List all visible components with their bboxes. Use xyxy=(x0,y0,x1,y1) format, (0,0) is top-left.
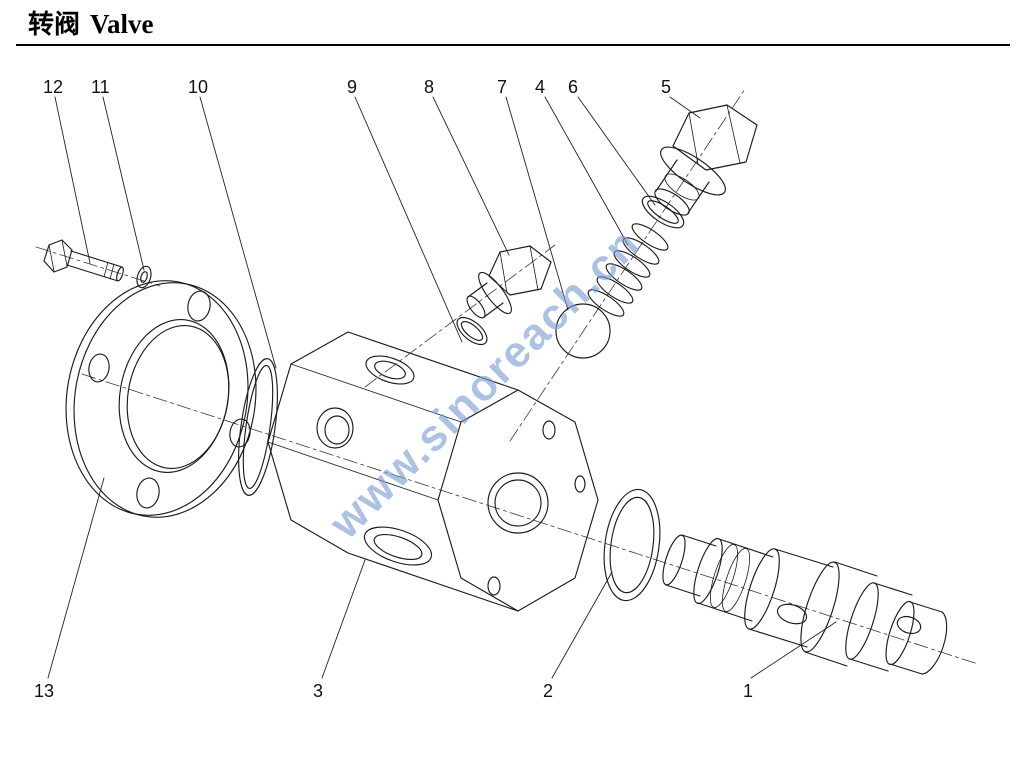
leader-line-6 xyxy=(577,96,656,206)
oring-6-drawing xyxy=(641,195,685,229)
oring-2-drawing xyxy=(603,488,661,602)
flange-drawing xyxy=(65,280,257,518)
plug-8-drawing xyxy=(466,245,552,319)
spool-cross-hole xyxy=(776,603,808,625)
plug-5-drawing xyxy=(654,104,758,216)
spring-drawing xyxy=(587,223,669,317)
plug-5-shank xyxy=(655,159,710,214)
centerline-top-plug-axis xyxy=(364,244,556,388)
leader-lines xyxy=(47,96,837,679)
body-facet-edges xyxy=(267,363,462,501)
page-title-zh: 转阀 xyxy=(28,9,81,39)
valve-body-drawing xyxy=(267,331,599,612)
part-label-5: 5 xyxy=(661,77,672,97)
part-label-10: 10 xyxy=(188,77,209,97)
leader-line-1 xyxy=(750,621,837,679)
leader-line-13 xyxy=(47,477,105,679)
body-front-face xyxy=(437,389,599,612)
leader-line-2 xyxy=(551,571,613,679)
part-label-11: 11 xyxy=(91,77,110,97)
plug-8-collar xyxy=(478,271,512,315)
leader-line-3 xyxy=(321,559,366,679)
part-label-9: 9 xyxy=(347,77,358,97)
leader-line-8 xyxy=(432,96,510,256)
oring-10-drawing xyxy=(238,358,278,496)
leader-line-12 xyxy=(54,96,91,264)
part-label-2: 2 xyxy=(543,681,554,701)
spool-groove xyxy=(709,544,739,608)
spool-end-dome xyxy=(921,611,948,675)
leader-line-9 xyxy=(354,96,463,343)
body-center-bore xyxy=(487,472,549,534)
spool-end-hole xyxy=(896,615,922,635)
leader-line-10 xyxy=(199,96,277,369)
part-label-4: 4 xyxy=(535,77,546,97)
part-label-6: 6 xyxy=(568,77,579,97)
oring-9-drawing xyxy=(456,316,488,346)
body-bottom-port xyxy=(363,526,433,566)
centerline-bolt-axis xyxy=(35,246,161,287)
plug-5-collar xyxy=(660,146,726,196)
spool-groove xyxy=(721,548,751,612)
part-label-13: 13 xyxy=(34,681,55,701)
body-side-port xyxy=(316,407,354,449)
title-underline xyxy=(16,44,1010,46)
ball-drawing xyxy=(555,303,611,359)
bolt-drawing xyxy=(43,239,124,282)
body-small-hole xyxy=(542,420,556,440)
washer-drawing xyxy=(136,265,152,289)
part-label-12: 12 xyxy=(43,77,64,97)
flange-bolt-hole xyxy=(187,290,211,322)
flange-bolt-hole xyxy=(136,477,160,509)
part-label-7: 7 xyxy=(497,77,508,97)
body-small-hole xyxy=(574,475,586,493)
plug-5-hex-head xyxy=(672,104,758,171)
leader-line-5 xyxy=(669,96,701,119)
centerlines xyxy=(35,88,979,665)
body-small-hole xyxy=(487,576,501,596)
leader-line-7 xyxy=(505,96,569,311)
plug-8-hex-head xyxy=(488,245,552,296)
part-label-1: 1 xyxy=(743,681,754,701)
part-label-8: 8 xyxy=(424,77,435,97)
body-top-port xyxy=(365,355,415,385)
leader-line-11 xyxy=(102,96,145,271)
part-label-3: 3 xyxy=(313,681,324,701)
flange-outer-face xyxy=(73,282,257,518)
plug-8-shank xyxy=(467,282,504,318)
leader-line-4 xyxy=(544,96,629,246)
page-title: 转阀 Valve xyxy=(28,4,154,41)
flange-rim xyxy=(65,280,249,516)
centerline-main-axis xyxy=(81,373,979,665)
centerline-relief-plug-axis xyxy=(509,88,746,442)
flange-bolt-hole xyxy=(88,353,110,383)
page-title-en: Valve xyxy=(90,9,154,39)
spool-tip xyxy=(662,534,686,586)
bolt-hex-head xyxy=(43,239,73,273)
spool-drawing xyxy=(662,534,948,675)
